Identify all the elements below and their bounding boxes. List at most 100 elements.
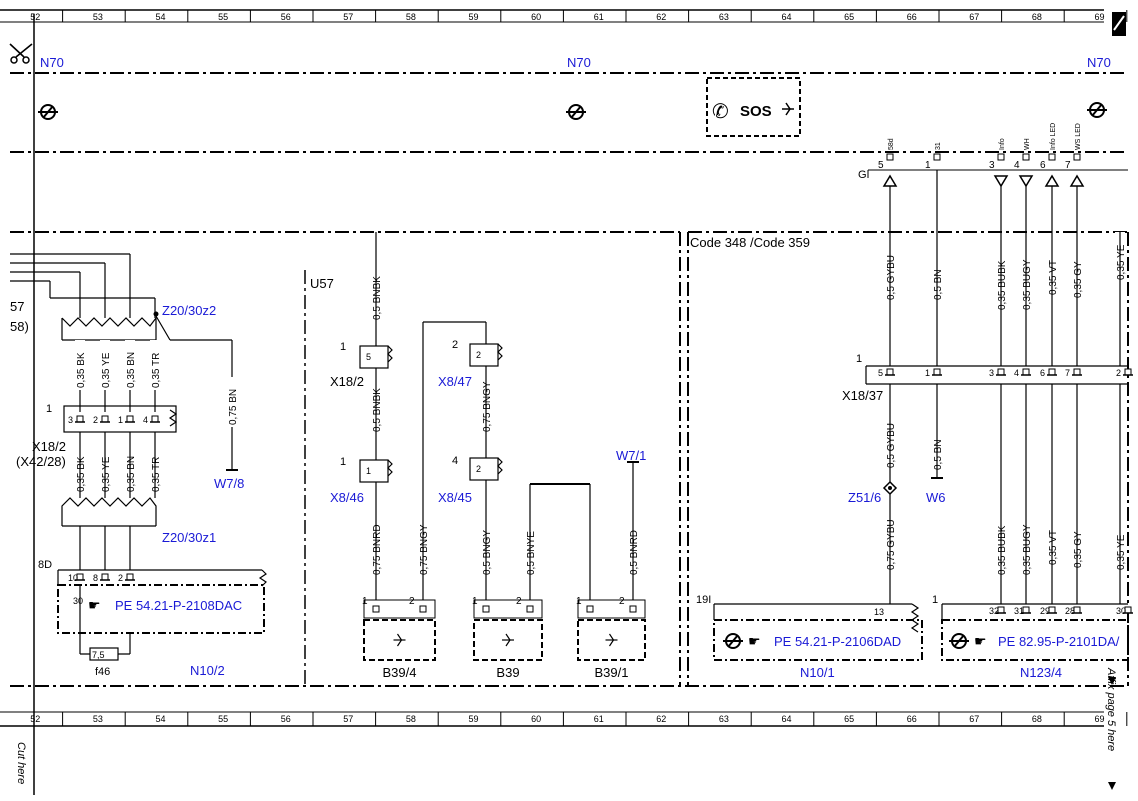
ruler-column-number: 65 xyxy=(844,12,854,22)
ruler-column-number: 69 xyxy=(1094,12,1104,22)
module-n10-1-label: N10/1 xyxy=(800,665,835,680)
sensor-label: B39/4 xyxy=(383,665,417,680)
ruler-column-number: 62 xyxy=(656,714,666,724)
ruler-column-number: 68 xyxy=(1032,714,1042,724)
svg-text:2: 2 xyxy=(476,464,481,474)
pin-number: 7 xyxy=(1065,160,1071,171)
wire-color-label: 0,35 VT xyxy=(1048,530,1059,565)
ruler-column-number: 56 xyxy=(281,12,291,22)
sensor-box xyxy=(577,619,646,661)
ruler-column-number: 52 xyxy=(30,714,40,724)
wire-color-label: 0,35 YE xyxy=(101,456,112,492)
pin-number: 1 xyxy=(925,160,931,171)
fragment-label-57: 57 xyxy=(10,299,24,314)
svg-text:1: 1 xyxy=(340,341,346,353)
ruler-column-number: 59 xyxy=(468,714,478,724)
cut-here-label: Cut here xyxy=(15,742,27,784)
wire-color-label: 0,35 GY xyxy=(1073,531,1084,568)
pointing-hand-icon: ☛ xyxy=(88,597,101,613)
wire-color-label: 0,5 BN xyxy=(933,439,944,470)
sos-label: SOS xyxy=(740,103,772,120)
wire-color-label: 0,75 GYBU xyxy=(886,519,897,570)
ruler-column-number: 59 xyxy=(468,12,478,22)
ground-symbol-icon xyxy=(1087,102,1107,118)
ruler-column-number: 53 xyxy=(93,714,103,724)
wire-color-label: 0,35 BK xyxy=(76,456,87,492)
pin-number: 2 xyxy=(619,596,625,607)
svg-text:19I: 19I xyxy=(696,594,711,606)
n70-label-right: N70 xyxy=(1087,55,1111,70)
pin-number: 28 xyxy=(1065,606,1075,616)
u57-label: U57 xyxy=(310,276,334,291)
pin-number: 4 xyxy=(143,415,148,425)
pin-function-label: 31 xyxy=(935,142,942,150)
ruler-column-number: 66 xyxy=(907,12,917,22)
ruler-column-number: 66 xyxy=(907,714,917,724)
ruler-column-number: 54 xyxy=(155,12,165,22)
wire-color-label: 0,35 BUGY xyxy=(1022,524,1033,575)
pin-number: 32 xyxy=(989,606,999,616)
connector-x42-28-label: (X42/28) xyxy=(16,454,66,469)
ground-w6-label: W6 xyxy=(926,490,946,505)
wire-color-label: 0,5 BNGY xyxy=(482,530,493,575)
pointing-hand-icon: ☛ xyxy=(974,633,987,649)
sensor-label: B39 xyxy=(496,665,519,680)
ruler-column-number: 60 xyxy=(531,12,541,22)
wire-color-label: 0,35 TR xyxy=(151,353,162,388)
pin-number: 31 xyxy=(1014,606,1024,616)
splice-z51-6-label: Z51/6 xyxy=(848,490,881,505)
pin-function-label: WS LED xyxy=(1075,123,1082,150)
ruler-column-number: 60 xyxy=(531,714,541,724)
ground-w7-1-label: W7/1 xyxy=(616,448,646,463)
pin-number: 1 xyxy=(472,596,478,607)
code-label: Code 348 /Code 359 xyxy=(690,235,810,250)
pin-function-label: 58d xyxy=(888,138,895,150)
n70-label-center: N70 xyxy=(567,55,591,70)
pin-number: 8 xyxy=(93,573,98,583)
phone-icon: ✆ xyxy=(712,101,729,123)
svg-text:1: 1 xyxy=(366,466,371,476)
ground-symbol-icon xyxy=(38,104,58,120)
ruler-column-number: 61 xyxy=(594,12,604,22)
wire-color-label: 0,75 BNRD xyxy=(372,524,383,575)
sos-button-box: ✆ SOS xyxy=(706,77,801,137)
connector-x18-2-label: X18/2 xyxy=(32,439,66,454)
ruler-column-number: 53 xyxy=(93,12,103,22)
svg-text:1: 1 xyxy=(932,594,938,606)
wire-color-label: 0,35 BK xyxy=(76,352,87,388)
module-n10-2-label: N10/2 xyxy=(190,663,225,678)
wire-color-label: 0,35 VT xyxy=(1048,260,1059,295)
connector-x18-37-label: X18/37 xyxy=(842,388,883,403)
pin-number: 5 xyxy=(878,368,883,378)
splice-z20-30z2-label: Z20/30z2 xyxy=(162,303,216,318)
n10-2-ref-link[interactable]: PE 54.21-P-2108DAC xyxy=(115,598,242,613)
wire-color-label: 0,35 BUBK xyxy=(997,525,1008,575)
ruler-column-number: 56 xyxy=(281,714,291,724)
wire-color-label: 0,75 BNGY xyxy=(482,381,493,432)
affix-page-label: Affix page 5 here xyxy=(1105,667,1117,751)
pin-number: 2 xyxy=(516,596,522,607)
sensor-box xyxy=(363,619,436,661)
n10-1-ref-link[interactable]: PE 54.21-P-2106DAD xyxy=(774,634,901,649)
svg-text:30: 30 xyxy=(73,596,83,606)
ruler-column-number: 54 xyxy=(155,714,165,724)
ruler-column-number: 58 xyxy=(406,714,416,724)
ruler-column-number: 57 xyxy=(343,12,353,22)
ruler-column-number: 68 xyxy=(1032,12,1042,22)
pin-number: 3 xyxy=(989,160,995,171)
wire-color-label: 0,35 BUBK xyxy=(997,260,1008,310)
wire-color-label: 0,5 BNBK xyxy=(372,388,383,432)
fuse-value: 7,5 xyxy=(92,650,105,660)
n123-4-ref-link[interactable]: PE 82.95-P-2101DA/ xyxy=(998,634,1120,649)
wire-color-label: 0,75 BN xyxy=(228,389,239,425)
fragment-label-58: 58) xyxy=(10,319,29,334)
ruler-column-number: 65 xyxy=(844,714,854,724)
pin-number: 5 xyxy=(878,160,884,171)
pin-number: 1 xyxy=(362,596,368,607)
svg-text:1: 1 xyxy=(46,403,52,415)
wire-color-label: 0,35 YE xyxy=(101,352,112,388)
pin-number: 29 xyxy=(1040,606,1050,616)
ground-symbol-icon xyxy=(949,633,969,649)
pointing-hand-icon: ☛ xyxy=(748,633,761,649)
